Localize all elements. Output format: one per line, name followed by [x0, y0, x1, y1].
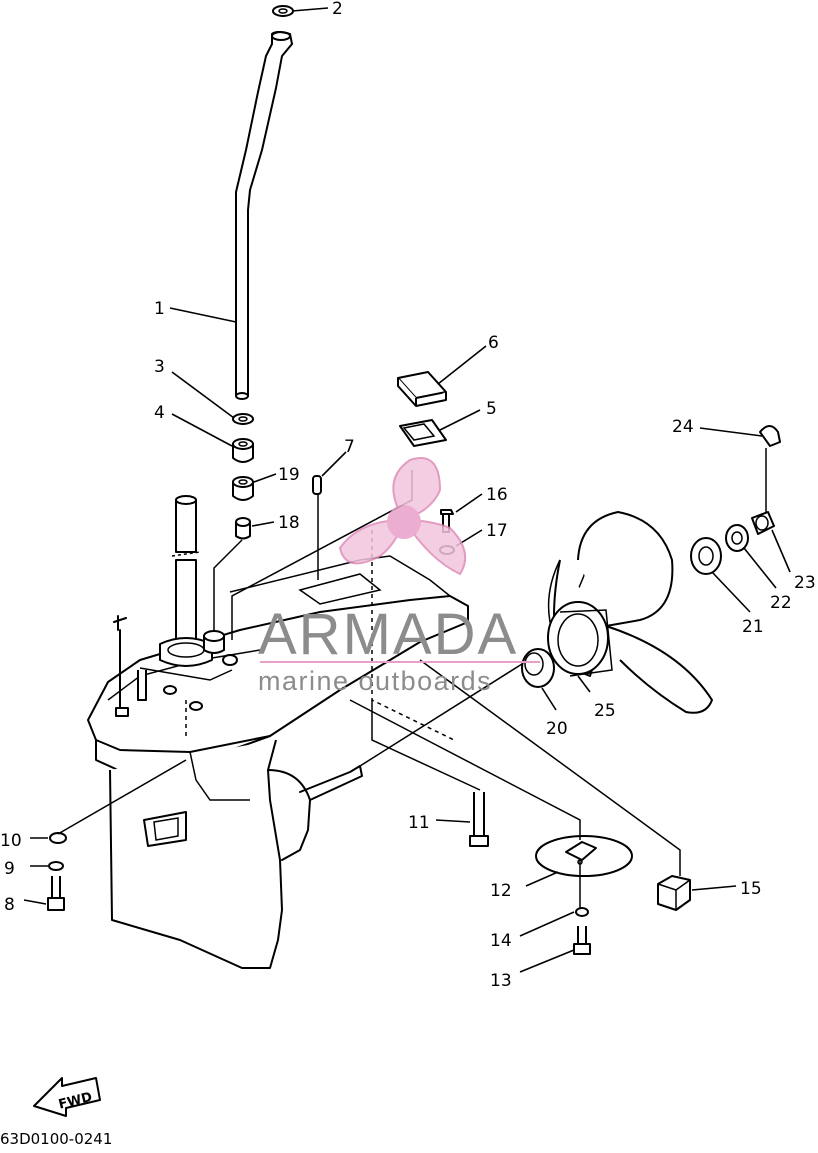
- callout-14: 14: [490, 931, 512, 951]
- callout-9: 9: [4, 859, 15, 879]
- part-3-seal: [232, 413, 254, 425]
- fwd-arrow-icon: FWD: [33, 1077, 101, 1117]
- watermark-brand: ARMADA: [258, 602, 518, 667]
- callout-10: 10: [0, 831, 22, 851]
- part-5-plate: [399, 419, 447, 447]
- part-21-spacer: [690, 537, 722, 575]
- callout-2: 2: [332, 0, 343, 19]
- part-12-anode: [535, 835, 633, 877]
- callout-15: 15: [740, 879, 762, 899]
- part-4-grommet: [232, 438, 254, 463]
- lower-unit-housing: [87, 495, 469, 969]
- callout-23: 23: [794, 573, 816, 593]
- part-15-anode-block: [657, 875, 691, 911]
- callout-20: 20: [546, 719, 568, 739]
- callout-7: 7: [344, 437, 355, 457]
- callout-22: 22: [770, 593, 792, 613]
- callout-13: 13: [490, 971, 512, 991]
- callout-11: 11: [408, 813, 430, 833]
- part-2-grommet: [272, 5, 294, 17]
- part-19-grommet: [232, 476, 254, 501]
- armada-watermark: ARMADA marine outboards: [258, 457, 540, 696]
- callout-labels: 2 1 3 4 19 18 7 6 5 16 17 24 23 22 21 25…: [0, 0, 816, 991]
- part-24-cotter-pin: [759, 425, 781, 447]
- callout-12: 12: [490, 881, 512, 901]
- callout-1: 1: [154, 299, 165, 319]
- part-10-seal: [49, 832, 67, 844]
- part-23-nut: [751, 511, 775, 535]
- part-25-propeller: [547, 511, 713, 714]
- callout-16: 16: [486, 485, 508, 505]
- watermark-tagline: marine outboards: [258, 666, 492, 696]
- part-1-water-tube: [235, 31, 293, 400]
- callout-25: 25: [594, 701, 616, 721]
- callout-24: 24: [672, 417, 694, 437]
- part-18-collar: [235, 517, 251, 540]
- callout-5: 5: [486, 399, 497, 419]
- callout-3: 3: [154, 357, 165, 377]
- callout-18: 18: [278, 513, 300, 533]
- part-22-washer: [725, 524, 749, 552]
- callout-21: 21: [742, 617, 764, 637]
- part-20-thrust-washer: [521, 648, 555, 688]
- callout-17: 17: [486, 521, 508, 541]
- part-11-bolt: [469, 792, 489, 847]
- part-6-insert: [397, 371, 447, 407]
- part-8-bolt: [47, 876, 65, 911]
- callout-4: 4: [154, 403, 165, 423]
- diagram-code: 63D0100-0241: [0, 1130, 112, 1148]
- callout-19: 19: [278, 465, 300, 485]
- propeller-logo-icon: [338, 457, 467, 576]
- callout-8: 8: [4, 895, 15, 915]
- part-7-dowel-pin: [312, 475, 322, 495]
- part-9-washer: [48, 861, 64, 871]
- part-14-washer: [575, 907, 589, 917]
- leader-lines: [23, 7, 791, 973]
- callout-6: 6: [488, 333, 499, 353]
- part-13-bolt: [573, 926, 591, 955]
